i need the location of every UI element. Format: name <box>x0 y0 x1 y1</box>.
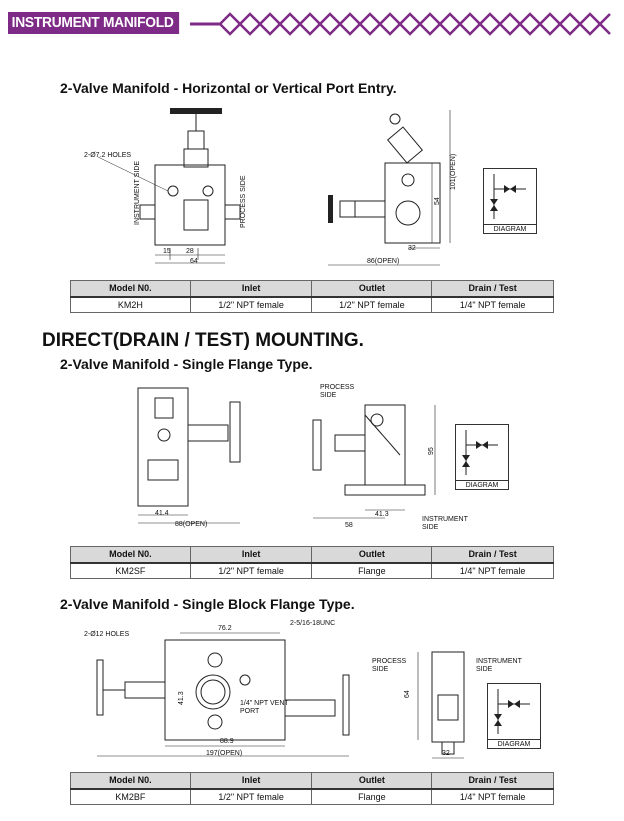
header-chain-pattern <box>190 12 611 36</box>
km2bf-process-side-label: PROCESS SIDE <box>372 658 407 673</box>
col-outlet: Outlet <box>311 772 433 790</box>
page-header: INSTRUMENT MANIFOLD <box>0 0 624 46</box>
km2bf-instrument-side-label: INSTRUMENT SIDE <box>476 658 522 673</box>
col-outlet: Outlet <box>311 280 433 298</box>
km2h-dim-54: 54 <box>434 197 441 205</box>
km2bf-dim-197: 197(OPEN) <box>206 750 243 757</box>
km2h-dim-101: 101(OPEN) <box>450 153 457 190</box>
km2h-dim-64: 64 <box>190 258 198 265</box>
km2bf-vent-label: 1/4" NPT VENT PORT <box>240 700 289 715</box>
km2sf-spec-table: Model N0. Inlet Outlet Drain / Test KM2S… <box>70 546 554 579</box>
km2sf-dim-88: 88(OPEN) <box>175 521 208 528</box>
km2h-instrument-side-label: INSTRUMENT SIDE <box>134 160 141 225</box>
km2sf-diagram-box: DIAGRAM <box>455 424 509 490</box>
col-drain-test: Drain / Test <box>431 772 554 790</box>
km2bf-dim-88-9: 88.9 <box>220 738 234 745</box>
km2bf-diagram-box: DIAGRAM <box>487 683 541 749</box>
km2sf-process-side-label: PROCESS SIDE <box>320 384 355 399</box>
km2bf-front-drawing <box>96 632 350 757</box>
km2sf-front-drawing <box>137 387 241 524</box>
km2bf-spec-table: Model N0. Inlet Outlet Drain / Test KM2B… <box>70 772 554 805</box>
km2bf-diagram-caption: DIAGRAM <box>488 739 540 748</box>
km2sf-dim-95: 95 <box>428 447 435 455</box>
km2sf-dim-41-3: 41.3 <box>375 511 389 518</box>
section1-title: 2-Valve Manifold - Horizontal or Vertica… <box>60 80 397 96</box>
km2bf-dim-41-3: 41.3 <box>178 691 185 705</box>
km2h-front-drawing <box>97 108 241 264</box>
km2sf-instrument-side-label: INSTRUMENT SIDE <box>422 516 468 531</box>
km2h-dim-86: 86(OPEN) <box>367 258 400 265</box>
col-inlet: Inlet <box>189 280 313 298</box>
km2h-process-side-label: PROCESS SIDE <box>240 175 247 228</box>
valve-symbol-icon <box>490 174 526 219</box>
col-outlet: Outlet <box>311 546 433 564</box>
km2h-side-drawing <box>328 110 451 266</box>
cell-outlet: 1/2" NPT female <box>311 296 433 313</box>
km2h-diagram-box: DIAGRAM <box>483 168 537 234</box>
km2sf-side-drawing <box>312 404 436 519</box>
col-model: Model N0. <box>70 280 191 298</box>
header-title: INSTRUMENT MANIFOLD <box>8 12 180 34</box>
cell-inlet: 1/2" NPT female <box>189 788 313 805</box>
col-drain-test: Drain / Test <box>431 280 554 298</box>
km2h-spec-table: Model N0. Inlet Outlet Drain / Test KM2H… <box>70 280 554 313</box>
km2h-dim-32: 32 <box>408 245 416 252</box>
km2sf-diagram-caption: DIAGRAM <box>456 480 508 489</box>
cell-inlet: 1/2" NPT female <box>189 296 313 313</box>
valve-symbol-icon <box>462 430 498 475</box>
km2bf-side-drawing <box>417 651 465 759</box>
cell-drain-test: 1/4" NPT female <box>431 562 554 579</box>
col-model: Model N0. <box>70 546 191 564</box>
km2h-dim-15: 15 <box>163 248 171 255</box>
section2-heading: DIRECT(DRAIN / TEST) MOUNTING. <box>42 330 364 351</box>
table-row: KM2SF 1/2" NPT female Flange 1/4" NPT fe… <box>70 562 554 579</box>
cell-inlet: 1/2" NPT female <box>189 562 313 579</box>
table-row: KM2BF 1/2" NPT female Flange 1/4" NPT fe… <box>70 788 554 805</box>
table-row: KM2H 1/2" NPT female 1/2" NPT female 1/4… <box>70 296 554 313</box>
km2h-holes-label: 2-Ø7.2 HOLES <box>84 152 132 159</box>
km2sf-dim-58: 58 <box>345 522 353 529</box>
valve-symbol-icon <box>494 689 530 734</box>
cell-model: KM2H <box>70 296 191 313</box>
km2sf-dim-41-4: 41.4 <box>155 510 169 517</box>
km2bf-dim-32: 32 <box>442 750 450 757</box>
col-inlet: Inlet <box>189 772 313 790</box>
km2h-diagram-caption: DIAGRAM <box>484 224 536 233</box>
cell-model: KM2SF <box>70 562 191 579</box>
km2h-dim-28: 28 <box>186 248 194 255</box>
km2bf-dim-76: 76.2 <box>218 625 232 632</box>
section3-title: 2-Valve Manifold - Single Block Flange T… <box>60 596 355 612</box>
km2bf-dim-64: 64 <box>404 690 411 698</box>
col-inlet: Inlet <box>189 546 313 564</box>
col-drain-test: Drain / Test <box>431 546 554 564</box>
cell-drain-test: 1/4" NPT female <box>431 296 554 313</box>
cell-drain-test: 1/4" NPT female <box>431 788 554 805</box>
km2bf-unc-label: 2-5/16-18UNC <box>290 620 336 627</box>
cell-outlet: Flange <box>311 562 433 579</box>
cell-outlet: Flange <box>311 788 433 805</box>
section2-title: 2-Valve Manifold - Single Flange Type. <box>60 356 313 372</box>
col-model: Model N0. <box>70 772 191 790</box>
km2bf-holes-label: 2-Ø12 HOLES <box>84 631 130 638</box>
cell-model: KM2BF <box>70 788 191 805</box>
